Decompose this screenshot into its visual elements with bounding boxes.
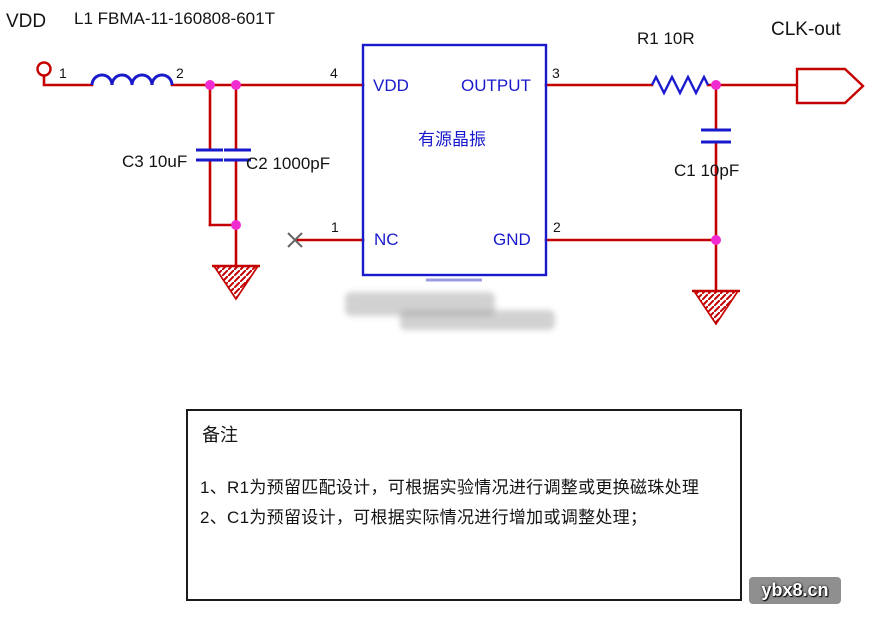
ic-pin-vdd: VDD <box>373 76 409 95</box>
c3-label: C3 10uF <box>122 152 188 171</box>
inductor-label: L1 FBMA-11-160808-601T <box>74 9 275 28</box>
pin-number-2: 2 <box>176 65 184 81</box>
r1-label: R1 10R <box>637 29 695 48</box>
no-connect-x-icon <box>287 232 303 248</box>
ic-name: 有源晶振 <box>418 130 486 149</box>
note-item: 2、C1为预留设计，可根据实际情况进行增加或调整处理； <box>200 508 648 527</box>
ic-pin-gnd: GND <box>493 230 531 249</box>
ground2-symbol <box>692 290 740 326</box>
ic-pin-nc: NC <box>374 230 399 249</box>
junction-dot <box>231 80 241 90</box>
c1-label: C1 10pF <box>674 161 740 180</box>
notes-box: 备注 1、R1为预留匹配设计，可根据实验情况进行调整或更换磁珠处理 2、C1为预… <box>186 409 742 601</box>
clk-out-label: CLK-out <box>771 19 841 40</box>
capacitor-c2 <box>224 148 251 162</box>
smudge-blob <box>345 292 495 316</box>
ground1-symbol <box>212 265 260 301</box>
pin-number-4: 4 <box>330 65 338 81</box>
wire-vdd-input <box>42 73 94 87</box>
site-watermark: ybx8.cn <box>749 577 841 604</box>
pin-number-2b: 2 <box>553 219 561 235</box>
clk-out-port <box>795 67 865 105</box>
inductor-l1 <box>90 73 174 86</box>
vdd-terminal <box>36 61 52 77</box>
pin-number-1: 1 <box>59 65 67 81</box>
ic-box <box>361 43 548 277</box>
capacitor-c1 <box>701 128 731 144</box>
pin-number-1b: 1 <box>331 219 339 235</box>
ic-pin-output: OUTPUT <box>461 76 531 95</box>
pin-number-3: 3 <box>552 65 560 81</box>
smudge-blob <box>400 310 555 330</box>
c2-label: C2 1000pF <box>246 154 331 173</box>
vdd-net-label: VDD <box>6 11 47 32</box>
capacitor-c3 <box>196 148 223 162</box>
wire-cap-join <box>208 223 238 268</box>
note-item: 1、R1为预留匹配设计，可根据实验情况进行调整或更换磁珠处理 <box>200 478 700 497</box>
junction-dot <box>711 80 721 90</box>
junction-dot <box>711 235 721 245</box>
junction-dot <box>231 220 241 230</box>
resistor-r1 <box>650 74 710 96</box>
junction-dot <box>205 80 215 90</box>
notes-title: 备注 <box>202 425 238 445</box>
